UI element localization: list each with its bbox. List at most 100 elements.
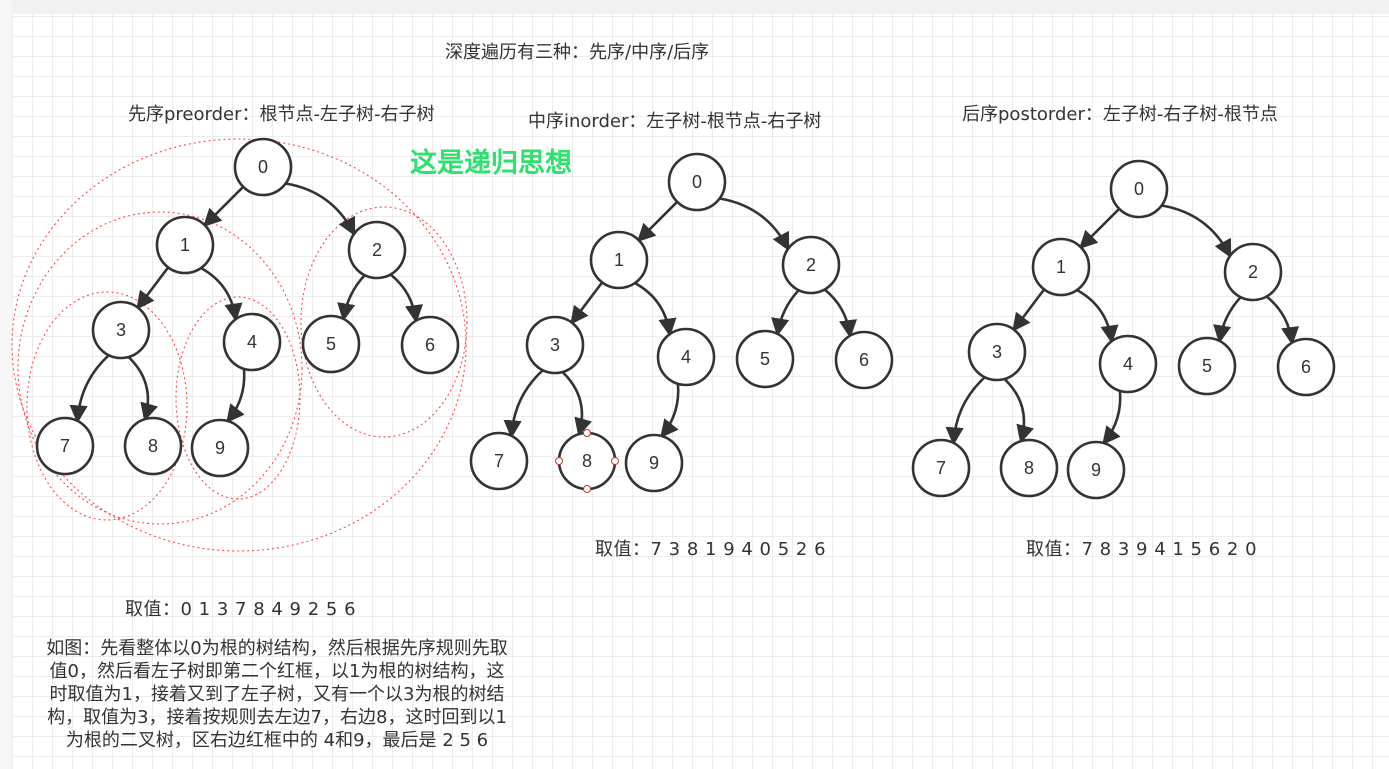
postorder-edge-1-3 — [1012, 288, 1046, 332]
postorder-node-label-2: 2 — [1248, 262, 1258, 282]
preorder-node-0[interactable] — [233, 137, 293, 197]
postorder-node-0[interactable] — [1109, 159, 1169, 219]
inorder-node-label-2: 2 — [806, 255, 816, 275]
postorder-node-label-3: 3 — [992, 342, 1002, 362]
postorder-node-5[interactable] — [1177, 336, 1237, 396]
postorder-edge-1-4 — [1076, 288, 1119, 344]
region-subtree-4 — [175, 296, 301, 500]
inorder-edge-3-7 — [503, 369, 544, 439]
inorder-node-3[interactable] — [525, 315, 585, 375]
selection-handle[interactable] — [555, 457, 563, 465]
selection-handle[interactable] — [583, 429, 591, 437]
postorder-edge-4-9 — [1102, 390, 1122, 446]
inorder-node-2[interactable] — [781, 235, 841, 295]
postorder-tree: 0 1 2 3 4 5 6 7 8 9 — [911, 159, 1336, 500]
inorder-node-label-9: 9 — [649, 453, 659, 473]
preorder-node-3[interactable] — [91, 300, 151, 360]
preorder-node-label-8: 8 — [148, 436, 158, 456]
inorder-edge-1-4 — [634, 281, 677, 337]
postorder-node-3[interactable] — [967, 322, 1027, 382]
preorder-node-label-3: 3 — [116, 320, 126, 340]
selection-handle[interactable] — [611, 457, 619, 465]
inorder-node-label-5: 5 — [760, 349, 770, 369]
inorder-node-0[interactable] — [667, 152, 727, 212]
postorder-sequence: 取值：7 8 3 9 4 1 5 6 2 0 — [1026, 539, 1258, 560]
preorder-node-1[interactable] — [155, 215, 215, 275]
inorder-node-label-6: 6 — [859, 350, 869, 370]
inorder-node-4[interactable] — [656, 327, 716, 387]
postorder-node-label-1: 1 — [1056, 257, 1066, 277]
preorder-edge-3-8 — [127, 356, 158, 422]
postorder-node-label-6: 6 — [1301, 357, 1311, 377]
inorder-sequence: 取值：7 3 8 1 9 4 0 5 2 6 — [595, 539, 827, 560]
inorder-node-label-1: 1 — [614, 250, 624, 270]
preorder-node-label-7: 7 — [60, 436, 70, 456]
preorder-node-5[interactable] — [301, 314, 361, 374]
preorder-node-2[interactable] — [347, 220, 407, 280]
inorder-node-label-7: 7 — [494, 451, 504, 471]
inorder-edge-0-1 — [636, 200, 679, 243]
preorder-node-label-1: 1 — [180, 235, 190, 255]
postorder-node-label-4: 4 — [1123, 354, 1133, 374]
postorder-edge-3-7 — [945, 376, 986, 446]
inorder-node-7[interactable] — [469, 431, 529, 491]
preorder-edge-1-4 — [200, 266, 243, 322]
inorder-edge-2-5 — [771, 289, 800, 337]
inorder-node-label-4: 4 — [681, 347, 691, 367]
inorder-node-6[interactable] — [834, 330, 894, 390]
postorder-node-8[interactable] — [999, 438, 1059, 498]
postorder-edge-3-8 — [1003, 378, 1034, 444]
preorder-node-8[interactable] — [123, 416, 183, 476]
preorder-edge-0-1 — [202, 185, 245, 228]
preorder-node-6[interactable] — [400, 315, 460, 375]
preorder-node-label-4: 4 — [247, 332, 257, 352]
postorder-heading: 后序postorder：左子树-右子树-根节点 — [962, 104, 1278, 125]
postorder-node-label-8: 8 — [1024, 458, 1034, 478]
preorder-node-label-2: 2 — [372, 240, 382, 260]
postorder-node-9[interactable] — [1066, 440, 1126, 500]
inorder-node-label-8: 8 — [582, 451, 592, 471]
selection-handle[interactable] — [583, 485, 591, 493]
postorder-node-7[interactable] — [911, 438, 971, 498]
preorder-node-label-5: 5 — [326, 334, 336, 354]
region-subtree-3 — [26, 291, 188, 521]
inorder-edge-1-3 — [570, 281, 604, 325]
postorder-edge-2-6 — [1265, 295, 1300, 346]
preorder-edge-1-3 — [136, 266, 170, 310]
preorder-edge-3-7 — [69, 354, 110, 424]
subtree-regions — [11, 138, 468, 552]
region-right-subtree-2 — [300, 206, 468, 438]
postorder-node-2[interactable] — [1223, 242, 1283, 302]
inorder-node-5[interactable] — [735, 329, 795, 389]
inorder-node-9[interactable] — [624, 433, 684, 493]
preorder-node-label-9: 9 — [215, 438, 225, 458]
inorder-edge-2-6 — [823, 288, 858, 339]
preorder-node-9[interactable] — [190, 418, 250, 478]
postorder-node-label-7: 7 — [936, 458, 946, 478]
inorder-edge-4-9 — [660, 383, 680, 439]
postorder-node-1[interactable] — [1031, 237, 1091, 297]
preorder-heading: 先序preorder：根节点-左子树-右子树 — [128, 104, 435, 125]
inorder-heading: 中序inorder：左子树-根节点-右子树 — [528, 111, 822, 132]
preorder-sequence: 取值：0 1 3 7 8 4 9 2 5 6 — [125, 599, 357, 620]
postorder-node-4[interactable] — [1098, 334, 1158, 394]
preorder-node-7[interactable] — [35, 416, 95, 476]
postorder-edge-0-2 — [1161, 204, 1232, 259]
postorder-node-label-9: 9 — [1091, 460, 1101, 480]
postorder-node-6[interactable] — [1276, 337, 1336, 397]
preorder-edge-2-5 — [337, 274, 366, 322]
postorder-node-label-5: 5 — [1202, 356, 1212, 376]
canvas-left-ruler — [0, 0, 12, 769]
page-title: 深度遍历有三种：先序/中序/后序 — [445, 42, 710, 63]
region-whole-tree — [11, 138, 467, 552]
recursion-note: 这是递归思想 — [410, 148, 572, 179]
preorder-node-4[interactable] — [222, 312, 282, 372]
postorder-node-label-0: 0 — [1134, 179, 1144, 199]
postorder-edge-0-1 — [1078, 207, 1121, 250]
preorder-edge-2-6 — [389, 273, 424, 324]
inorder-node-1[interactable] — [589, 230, 649, 290]
